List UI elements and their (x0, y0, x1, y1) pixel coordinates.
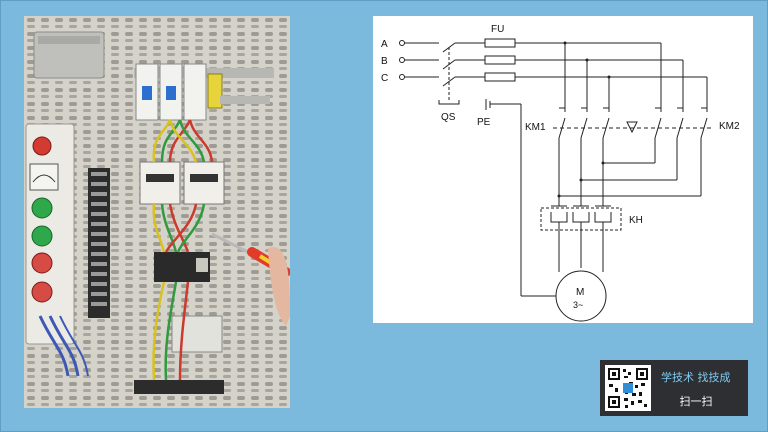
qr-code-icon[interactable] (605, 365, 651, 411)
label-phase-a: A (381, 39, 388, 50)
label-motor-phase: 3~ (573, 300, 583, 310)
label-km1: KM1 (525, 122, 546, 133)
label-ground: PE (477, 117, 491, 128)
fuse-c (484, 72, 516, 82)
promo-slogan: 学技术 找技成 (661, 371, 731, 384)
label-kh: KH (629, 215, 643, 226)
fuse-b (484, 55, 516, 65)
promo-scan-label: 扫一扫 (679, 395, 713, 408)
label-km2: KM2 (719, 121, 740, 132)
terminal-a (399, 40, 405, 46)
training-panel-photo (24, 16, 290, 408)
label-switch: QS (441, 112, 456, 123)
label-phase-c: C (381, 73, 388, 84)
terminal-b (399, 57, 405, 63)
label-phase-b: B (381, 56, 388, 67)
promo-badge[interactable]: 学技术 找技成 扫一扫 (600, 360, 748, 416)
label-motor: M (576, 287, 584, 298)
wiring-diagram: A B C FU QS PE KM1 KM2 KH M 3~ (373, 16, 753, 323)
terminal-c (399, 74, 405, 80)
interlock-symbol (626, 121, 638, 134)
qs-blade-c (442, 76, 456, 87)
fuse-a (484, 38, 516, 48)
label-fuse: FU (491, 24, 504, 35)
